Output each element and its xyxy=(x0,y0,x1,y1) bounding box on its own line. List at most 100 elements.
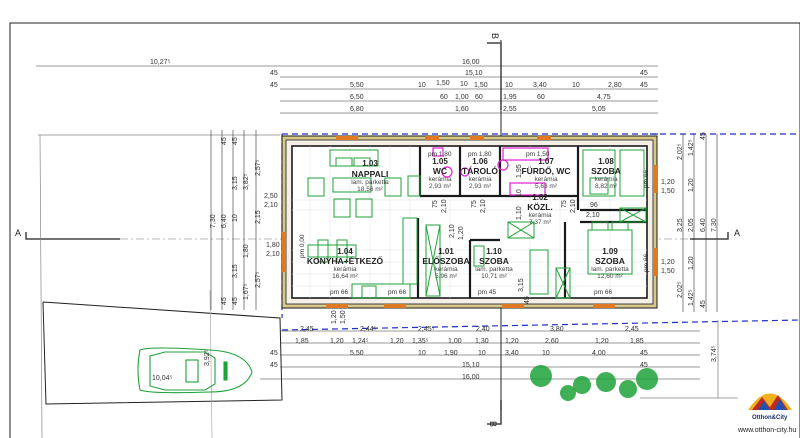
room-floor: lam. parketta xyxy=(351,179,389,186)
dim-top-r2-1: 15,10 xyxy=(465,70,483,77)
dim-right-205: 2,05 xyxy=(688,218,695,232)
dim-bot-r2-9: 1,20 xyxy=(595,338,609,345)
dim-top-r2-0: 45 xyxy=(270,70,278,77)
dim-left-1675: 1,67⁵ xyxy=(243,283,250,300)
dim-left-315b: 3,15 xyxy=(232,264,239,278)
dim-bot-r2-10: 1,85 xyxy=(630,338,644,345)
dim-right-1425b: 1,42⁵ xyxy=(688,289,695,306)
dim-left-215: 2,15 xyxy=(255,210,262,224)
room-1-10: 1.10 SZOBA lam. parketta 10,71 m² xyxy=(475,247,513,280)
dim-bot-r5-0: 16,00 xyxy=(462,374,480,381)
inner-dim-6: 1,10 xyxy=(516,206,523,220)
inner-dim-7: 75 xyxy=(561,200,568,208)
section-b-label-bottom: B xyxy=(488,421,498,427)
room-floor: kerámia xyxy=(428,176,452,183)
room-name: FÜRDŐ, WC xyxy=(521,165,570,176)
dim-left-180: 1,80 xyxy=(243,244,250,258)
dim-right-45a: 45 xyxy=(700,132,707,140)
room-name: SZOBA xyxy=(595,256,625,266)
dim-bot-r3-6: 10 xyxy=(542,350,550,357)
dim-door-250: 2,50 xyxy=(264,193,278,200)
room-name: ELŐSZOBA xyxy=(422,255,469,266)
inner-dim-1: 2,10 xyxy=(441,199,448,213)
dim-top-r4-1: 60 xyxy=(440,94,448,101)
sanitary-fixtures xyxy=(432,147,549,196)
dim-top-r3-2: 10 xyxy=(418,82,426,89)
room-floor: kerámia xyxy=(594,176,618,183)
dim-top-r5-1: 1,60 xyxy=(455,106,469,113)
dim-right-2025b: 2,02⁵ xyxy=(677,281,684,298)
room-area: 16,64 m² xyxy=(332,273,358,280)
section-a-label-right: A xyxy=(734,228,740,238)
sill-szoba110: pm 45 xyxy=(478,289,496,296)
dim-right-120a: 1,20 xyxy=(688,178,695,192)
dim-left-10: 10 xyxy=(232,214,239,222)
dim-top-r4-5: 60 xyxy=(537,94,545,101)
room-name: NAPPALI xyxy=(352,169,389,179)
room-name: KONYHA+ÉTKEZŐ xyxy=(307,255,384,266)
logo-url[interactable]: www.otthon-city.hu xyxy=(738,427,797,434)
room-floor: kerámia xyxy=(468,176,492,183)
dim-top-r3-1: 5,50 xyxy=(350,82,364,89)
dim-top-r5-0: 6,80 xyxy=(350,106,364,113)
inner-dim-120: 2,10 xyxy=(449,224,456,238)
inner-dim-0: 75 xyxy=(432,200,439,208)
dim-top-r4-2: 1,00 xyxy=(455,94,469,101)
room-area: 5,63 m² xyxy=(535,183,558,190)
dim-door-210: 2,10 xyxy=(264,202,278,209)
dim-top-r3-4: 10 xyxy=(460,81,468,88)
drawing-frame xyxy=(9,22,800,438)
room-1-03: 1.03 NAPPALI lam. parketta 18,56 m² xyxy=(351,159,389,193)
dim-top-r3-0: 45 xyxy=(270,82,278,89)
dim-left-3825: 3,82⁵ xyxy=(243,173,250,190)
room-floor: kerámia xyxy=(534,176,558,183)
dim-top-16: 16,00 xyxy=(462,59,480,66)
dim-entry-210: 2,10 xyxy=(266,251,280,258)
dim-bot-r1-3: 2,40 xyxy=(476,326,490,333)
room-1-09: 1.09 SZOBA lam. parketta 12,60 m² xyxy=(591,247,629,280)
dim-bot-r3-1: 5,50 xyxy=(350,350,364,357)
dim-bot-r2-7: 1,20 xyxy=(505,338,519,345)
dim-right-win-120b: 1,20 xyxy=(661,259,675,266)
dim-bot-r2-3: 1,20 xyxy=(390,338,404,345)
sill-taroló: pm 1,80 xyxy=(468,151,492,158)
room-number: 1.01 xyxy=(438,247,454,256)
inner-dim-8: 2,10 xyxy=(570,199,577,213)
dim-left-640: 6,40 xyxy=(221,214,228,228)
room-1-05: 1.05 WC kerámia 2,93 m² xyxy=(428,157,452,190)
dim-top-r3-3: 1,50 xyxy=(436,80,450,87)
dim-car-length: 10,04⁵ xyxy=(152,375,173,382)
dim-right-120b: 1,20 xyxy=(688,256,695,270)
room-area: 5,96 m² xyxy=(435,273,458,280)
room-number: 1.07 xyxy=(538,157,554,166)
dim-bot-win-120: 1,20 xyxy=(331,310,338,324)
dim-right-2025a: 2,02⁵ xyxy=(677,143,684,160)
room-floor: lam. parketta xyxy=(475,266,513,273)
dim-bot-r1-5: 2,45 xyxy=(625,326,639,333)
sill-szoba108: pm 66 xyxy=(643,170,650,188)
inner-dim-3: 2,10 xyxy=(480,199,487,213)
dim-right-setback: 3,74⁵ xyxy=(711,345,718,362)
dim-car-width: 3,92⁵ xyxy=(204,349,211,366)
dim-top-r3-8: 10 xyxy=(572,82,580,89)
top-dimension-lines xyxy=(36,65,658,114)
room-1-02: 1.02 KÖZL. kerámia 7,37 m² xyxy=(527,193,553,226)
dim-bot-r3-7: 4,00 xyxy=(592,350,606,357)
sill-furdo: pm 1,50 xyxy=(526,151,550,158)
dim-left-2575a: 2,57⁵ xyxy=(255,159,262,176)
room-area: 2,93 m² xyxy=(429,183,452,190)
sill-konyha-left: pm 0,00 xyxy=(299,234,306,258)
inner-dim-5: 10 xyxy=(516,189,523,197)
inner-dim-240: 1,20 xyxy=(458,226,465,240)
windows xyxy=(282,136,657,308)
room-number: 1.05 xyxy=(432,157,448,166)
room-1-08: 1.08 SZOBA kerámia 8,82 m² xyxy=(591,157,621,190)
dim-bot-r1-1: 2,44⁵ xyxy=(360,326,377,333)
room-number: 1.08 xyxy=(598,157,614,166)
inner-dim-4: 1,95 xyxy=(516,164,523,178)
tree-icons xyxy=(530,365,658,401)
room-name: WC xyxy=(433,166,447,176)
room-1-07: 1.07 FÜRDŐ, WC kerámia 5,63 m² xyxy=(521,157,570,190)
dim-top-r3-10: 45 xyxy=(640,82,648,89)
